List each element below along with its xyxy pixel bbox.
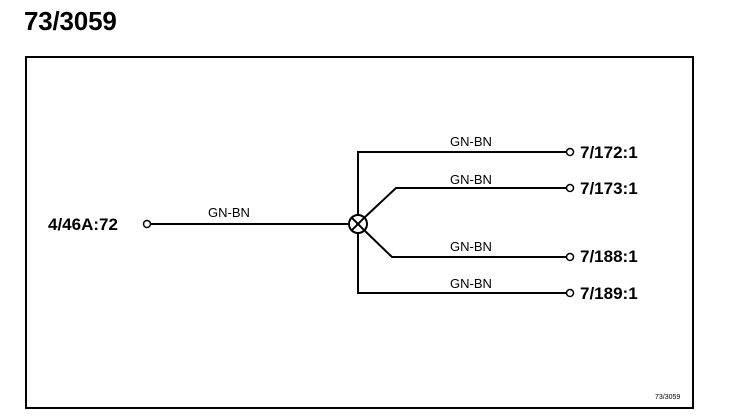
diagram-frame — [25, 56, 694, 409]
branch-2-target-label: 7/173:1 — [580, 179, 638, 198]
branch-3-target-label: 7/188:1 — [580, 247, 638, 266]
branch-3-terminal[interactable] — [565, 252, 575, 262]
branch-4-color-label: GN-BN — [450, 276, 492, 291]
branch-wire-2[interactable] — [363, 187, 566, 219]
branch-wire-3[interactable] — [363, 229, 566, 258]
branch-4-target-label: 7/189:1 — [580, 284, 638, 303]
branch-2-terminal[interactable] — [565, 183, 575, 193]
page-title: 73/3059 — [24, 6, 117, 36]
branch-4-terminal[interactable] — [565, 288, 575, 298]
source-connector-label: 4/46A:72 — [48, 215, 118, 234]
source-wire-color-label: GN-BN — [208, 205, 250, 220]
branch-wire-1[interactable] — [357, 151, 566, 215]
branch-2-color-label: GN-BN — [450, 172, 492, 187]
diagram-reference-label: 73/3059 — [655, 394, 680, 401]
splice-icon — [348, 214, 368, 234]
branch-1-terminal[interactable] — [565, 147, 575, 157]
branch-wire-4[interactable] — [357, 233, 566, 294]
branch-1-target-label: 7/172:1 — [580, 143, 638, 162]
branch-1-color-label: GN-BN — [450, 134, 492, 149]
branch-3-color-label: GN-BN — [450, 239, 492, 254]
source-terminal[interactable] — [142, 219, 152, 229]
